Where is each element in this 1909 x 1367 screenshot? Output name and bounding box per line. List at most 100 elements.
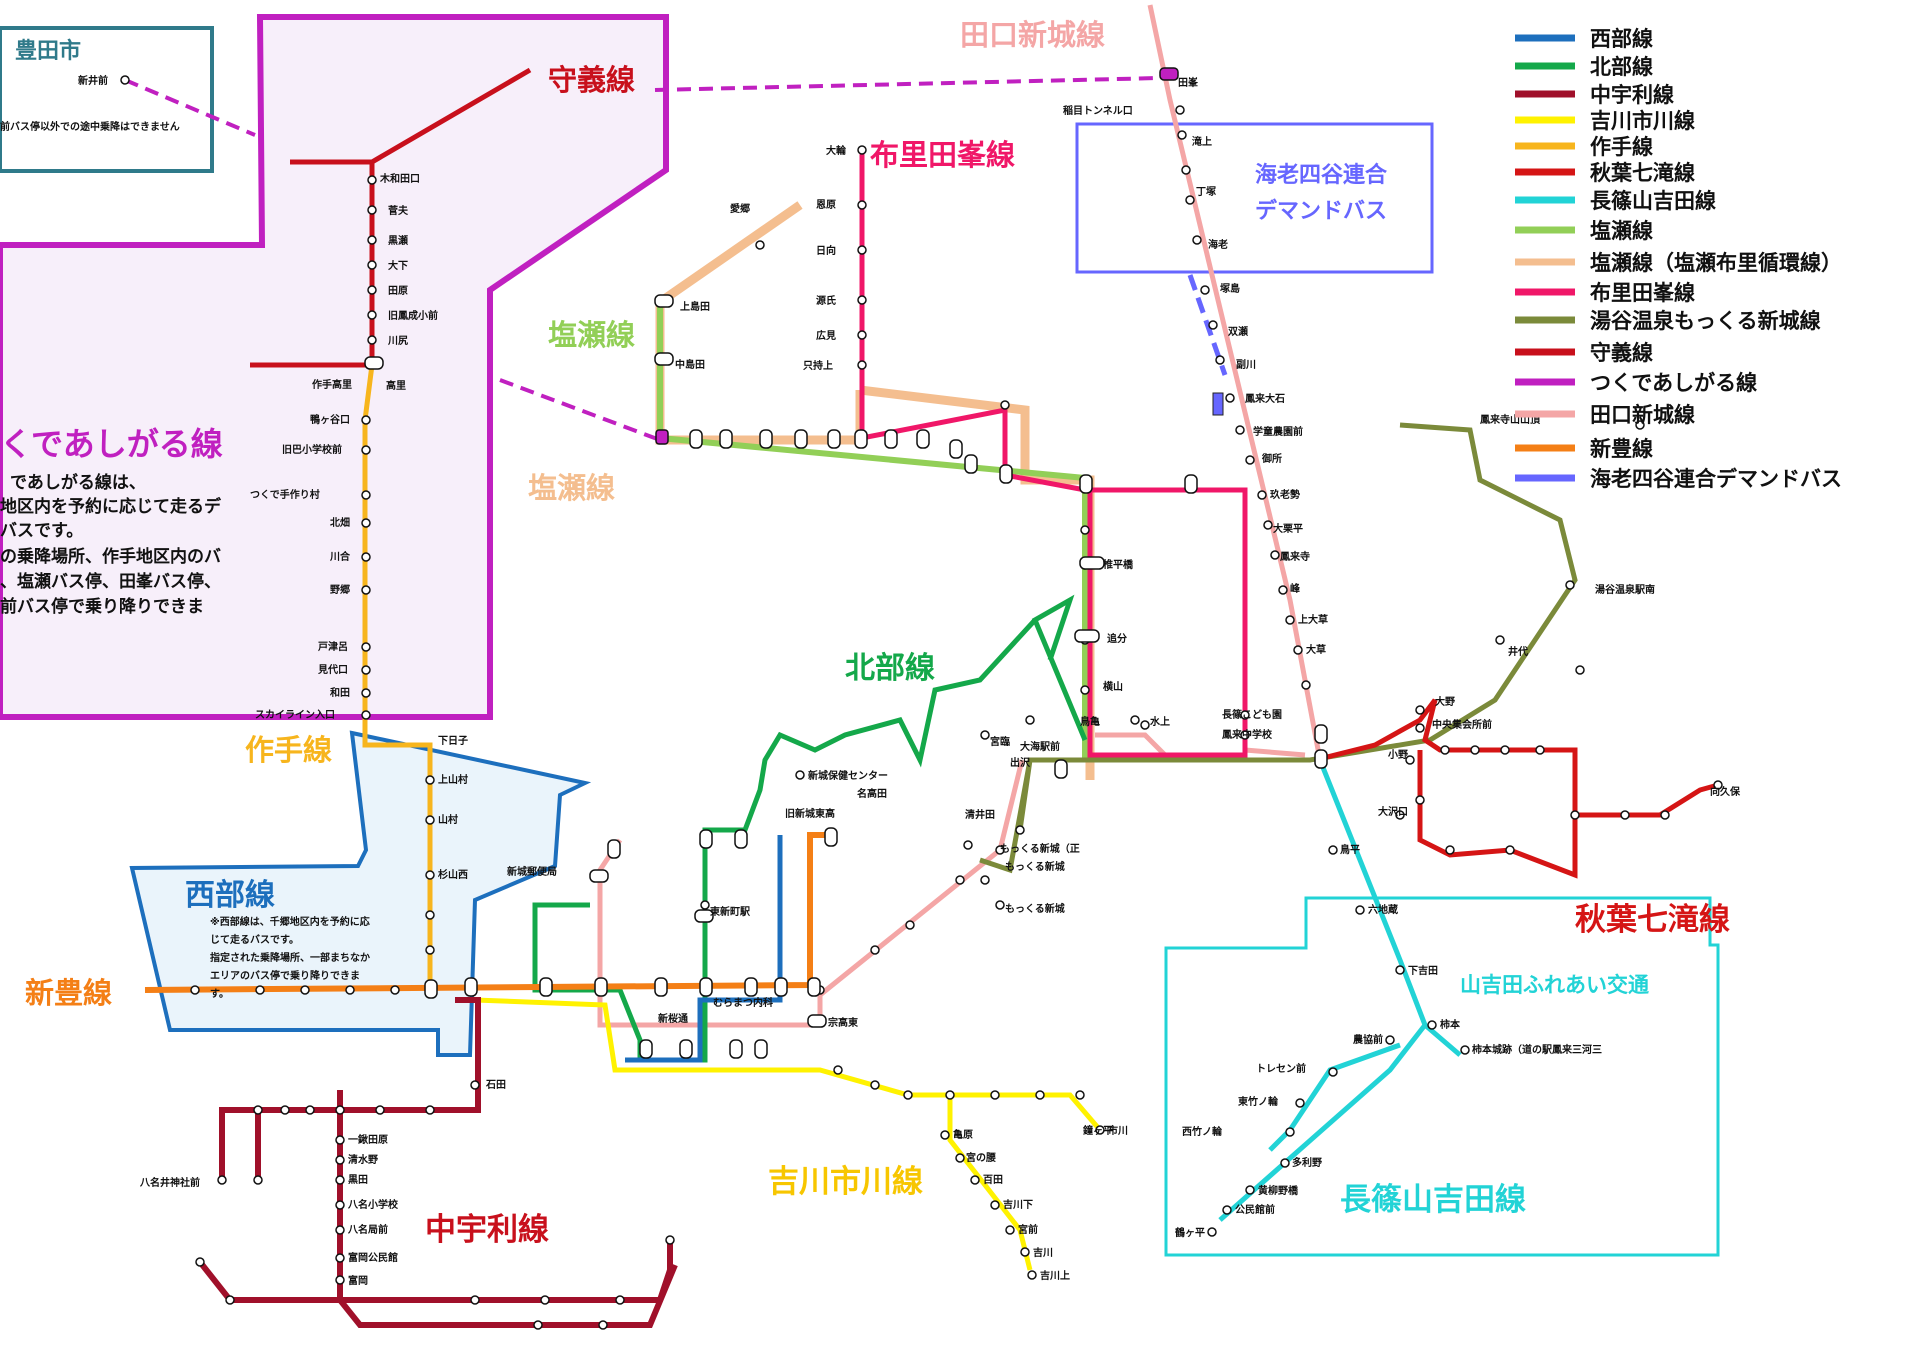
svg-text:川尻: 川尻 [387, 335, 408, 347]
svg-text:西竹ノ輪: 西竹ノ輪 [1182, 1125, 1223, 1138]
label-toyota: 豊田市 [15, 38, 81, 64]
label-akiha: 秋葉七滝線 [1575, 902, 1730, 938]
legend-label: 西部線 [1590, 27, 1653, 51]
svg-text:鶴ヶ平: 鶴ヶ平 [1175, 1226, 1205, 1239]
svg-text:吉川下: 吉川下 [1003, 1198, 1033, 1211]
akiha-line [1314, 698, 1719, 879]
sakute-line [362, 364, 433, 990]
svg-text:宮臨: 宮臨 [990, 735, 1010, 748]
svg-text:日向: 日向 [816, 244, 836, 257]
seibu-note-5: す。 [210, 988, 229, 1000]
svg-text:六地蔵: 六地蔵 [1368, 903, 1398, 916]
svg-text:柿本城跡（道の駅鳳来三河三: 柿本城跡（道の駅鳳来三河三 [1472, 1043, 1602, 1056]
seibu-note-3: 指定された乗降場所、一部まちなか [210, 951, 370, 964]
svg-text:黒田: 黒田 [348, 1174, 368, 1186]
svg-text:作手高里: 作手高里 [312, 378, 352, 391]
svg-text:トレセン前: トレセン前 [1256, 1062, 1306, 1075]
svg-text:中央集会所前: 中央集会所前 [1432, 718, 1492, 731]
svg-text:鳳来寺: 鳳来寺 [1280, 550, 1310, 563]
yamayoshida-box [1164, 896, 1720, 1257]
legend-label: 田口新城線 [1590, 403, 1695, 427]
tsukude-dash-3 [499, 378, 661, 442]
svg-text:鳥亀: 鳥亀 [1080, 715, 1100, 728]
svg-text:上山村: 上山村 [438, 773, 468, 786]
svg-text:小野: 小野 [1387, 748, 1408, 761]
svg-text:大沢口: 大沢口 [1378, 805, 1408, 818]
svg-text:大海駅前: 大海駅前 [1020, 740, 1060, 753]
svg-text:上大草: 上大草 [1298, 613, 1328, 626]
svg-text:大下: 大下 [388, 259, 408, 272]
legend-label: 海老四谷連合デマンドバス [1590, 467, 1842, 491]
svg-text:山村: 山村 [438, 813, 458, 826]
label-shugi: 守義線 [548, 63, 635, 97]
svg-text:只持上: 只持上 [803, 359, 833, 372]
svg-text:下吉田: 下吉田 [1408, 964, 1438, 977]
ebi-box [1075, 122, 1434, 274]
svg-text:宮の腰: 宮の腰 [966, 1151, 996, 1164]
nakauri-line [197, 997, 678, 1328]
label-yamayoshida: 山吉田ふれあい交通 [1460, 973, 1649, 997]
svg-text:八名局前: 八名局前 [347, 1223, 388, 1236]
svg-text:向久保: 向久保 [1710, 785, 1741, 798]
svg-text:新城郵便局: 新城郵便局 [507, 865, 557, 878]
svg-text:もっくる新城: もっくる新城 [1005, 860, 1065, 873]
label-taguchi: 田口新城線 [960, 18, 1105, 52]
label-shinho: 新豊線 [25, 976, 112, 1010]
svg-text:田峯: 田峯 [1178, 76, 1199, 89]
legend-label: 北部線 [1590, 55, 1653, 79]
svg-text:峰: 峰 [1290, 582, 1301, 595]
label-nagashino: 長篠山吉田線 [1340, 1182, 1526, 1218]
svg-text:源氏: 源氏 [816, 294, 836, 307]
legend-label: 新豊線 [1590, 437, 1653, 461]
toyota-note: 前バス停以外での途中乗降はできません [0, 120, 180, 133]
legend-label: つくであしがる線 [1590, 371, 1757, 395]
svg-text:海老: 海老 [1208, 238, 1228, 251]
svg-text:吉川: 吉川 [1033, 1246, 1053, 1259]
seibu-note-1: ※西部線は、千郷地区内を予約に応 [210, 915, 370, 928]
label-hokubu: 北部線 [845, 651, 935, 686]
svg-text:新井前: 新井前 [78, 74, 108, 87]
svg-text:椎平橋: 椎平橋 [1102, 558, 1134, 571]
seibu-line [625, 835, 783, 1063]
tsukude-note-6: 前バス停で乗り降りできま [0, 596, 204, 617]
svg-text:旧巴小学校前: 旧巴小学校前 [282, 443, 342, 456]
svg-text:双瀬: 双瀬 [1228, 325, 1248, 338]
legend-label: 中宇利線 [1590, 83, 1674, 107]
svg-text:新城保健センター: 新城保健センター [808, 769, 888, 782]
svg-text:八名井神社前: 八名井神社前 [139, 1176, 200, 1189]
svg-text:鳳来中学校: 鳳来中学校 [1222, 728, 1273, 741]
label-ebi-2: デマンドバス [1255, 198, 1387, 224]
svg-text:御所: 御所 [1261, 452, 1282, 465]
svg-text:北畑: 北畑 [330, 516, 350, 529]
svg-text:吉川上: 吉川上 [1040, 1269, 1070, 1282]
svg-text:水上: 水上 [1149, 715, 1170, 728]
seibu-area [129, 730, 592, 1057]
svg-text:清井田: 清井田 [965, 808, 995, 821]
svg-text:和田: 和田 [329, 686, 350, 699]
label-shiose-green: 塩瀬線 [548, 318, 635, 352]
svg-text:中島田: 中島田 [675, 358, 705, 371]
shiose-tan-line [655, 201, 1095, 780]
label-tsukude: くであしがる線 [0, 425, 223, 463]
svg-text:下日子: 下日子 [438, 735, 468, 747]
mokkuru-line [979, 422, 1578, 874]
svg-text:農協前: 農協前 [1353, 1033, 1383, 1046]
svg-text:学童農園前: 学童農園前 [1253, 425, 1303, 438]
svg-text:塚島: 塚島 [1220, 282, 1240, 295]
ebi-terminal [1212, 392, 1224, 416]
label-seibu: 西部線 [185, 878, 275, 913]
tsukude-note-3: バスです。 [0, 521, 83, 541]
svg-text:鳳来大石: 鳳来大石 [1245, 392, 1285, 405]
svg-text:黒瀬: 黒瀬 [388, 234, 408, 247]
seibu-note-4: エリアのバス停で乗り降りできま [210, 969, 360, 982]
svg-text:名高田: 名高田 [857, 787, 887, 800]
svg-text:稲目トンネル口: 稲目トンネル口 [1063, 104, 1133, 117]
svg-text:旧鳳成小前: 旧鳳成小前 [388, 309, 438, 322]
svg-text:宮前: 宮前 [1018, 1223, 1038, 1236]
svg-text:見代口: 見代口 [317, 663, 348, 676]
svg-text:追分: 追分 [1107, 632, 1127, 645]
svg-text:横山: 横山 [1103, 680, 1123, 693]
legend: 西部線北部線中宇利線吉川市川線作手線秋葉七滝線長篠山吉田線塩瀬線塩瀬線（塩瀬布里… [1515, 27, 1842, 491]
legend-label: 長篠山吉田線 [1590, 189, 1716, 213]
legend-label: 布里田峯線 [1590, 281, 1695, 305]
